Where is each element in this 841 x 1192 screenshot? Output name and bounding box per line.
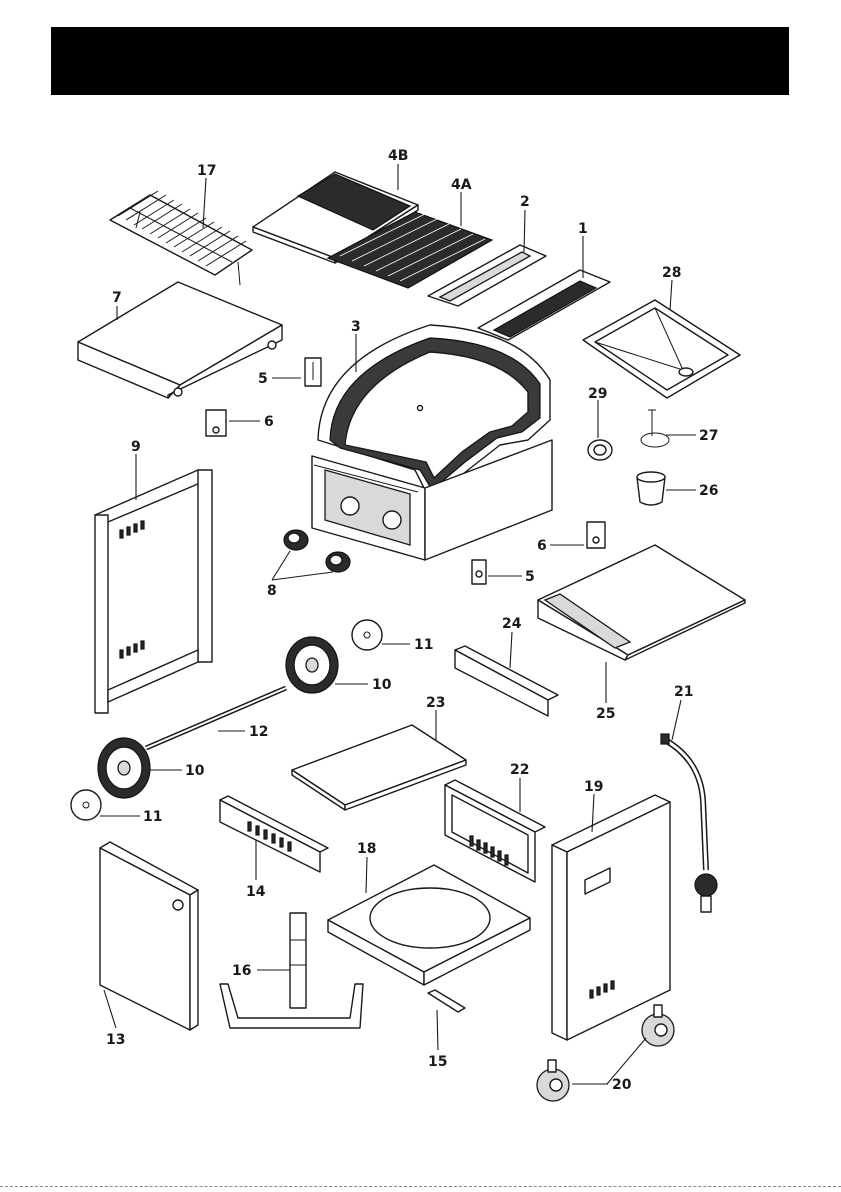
right-side-shelf: [538, 545, 745, 660]
callout-18: 18: [357, 841, 376, 857]
back-panel: [445, 780, 545, 882]
callout-9: 9: [131, 439, 141, 455]
callout-11-lower: 11: [143, 809, 162, 825]
callout-24: 24: [502, 616, 522, 632]
small-bracket: [428, 990, 465, 1012]
callout-5-upper: 5: [258, 371, 268, 387]
caster-right: [642, 1005, 674, 1046]
callout-19: 19: [584, 779, 603, 795]
wheel-upper: [286, 637, 338, 693]
callout-13: 13: [106, 1032, 125, 1048]
callout-21: 21: [674, 684, 693, 700]
callout-4b: 4B: [388, 148, 408, 164]
footer-divider: [0, 1186, 841, 1187]
callout-22: 22: [510, 762, 529, 778]
warming-rack: [110, 191, 252, 285]
base-frame: [328, 865, 530, 985]
callout-25: 25: [596, 706, 615, 722]
callout-1: 1: [578, 221, 588, 237]
callout-5-lower: 5: [525, 569, 535, 585]
right-cart-frame: [552, 795, 670, 1040]
grill-body: [312, 325, 552, 560]
callout-10-lower: 10: [185, 763, 205, 779]
callout-7: 7: [112, 290, 122, 306]
callout-14: 14: [246, 884, 266, 900]
drip-cup: [637, 472, 665, 505]
ignition-ring: [588, 440, 612, 460]
cabinet-door: [100, 842, 198, 1030]
callout-6-right: 6: [537, 538, 547, 554]
callout-2: 2: [520, 194, 530, 210]
left-side-shelf: [78, 282, 282, 398]
bracket-6-left: [206, 410, 226, 436]
callout-15: 15: [428, 1054, 447, 1070]
grease-tray: [583, 300, 740, 398]
hub-cap-lower: [71, 790, 101, 820]
callout-27: 27: [699, 428, 718, 444]
callout-29: 29: [588, 386, 607, 402]
callout-10-upper: 10: [372, 677, 392, 693]
wheel-lower: [98, 738, 150, 798]
callout-23: 23: [426, 695, 445, 711]
callout-8: 8: [267, 583, 277, 599]
front-crossbar: [220, 796, 328, 872]
bottom-panel: [292, 725, 466, 810]
callout-26: 26: [699, 483, 718, 499]
drip-cup-holder: [641, 410, 669, 447]
callout-28: 28: [662, 265, 681, 281]
bracket-5-upper: [305, 358, 321, 386]
callout-3: 3: [351, 319, 361, 335]
callout-4a: 4A: [451, 177, 472, 193]
callout-11-upper: 11: [414, 637, 433, 653]
callout-6-left: 6: [264, 414, 274, 430]
hub-cap-upper: [352, 620, 382, 650]
rear-crossbar: [455, 646, 558, 716]
callout-17: 17: [197, 163, 216, 179]
callout-20: 20: [612, 1077, 632, 1093]
caster-left: [537, 1060, 569, 1101]
bracket-6-right: [587, 522, 605, 548]
callout-12: 12: [249, 724, 268, 740]
left-cart-frame: [95, 470, 212, 713]
bracket-5-lower: [472, 560, 486, 584]
callout-16: 16: [232, 963, 251, 979]
